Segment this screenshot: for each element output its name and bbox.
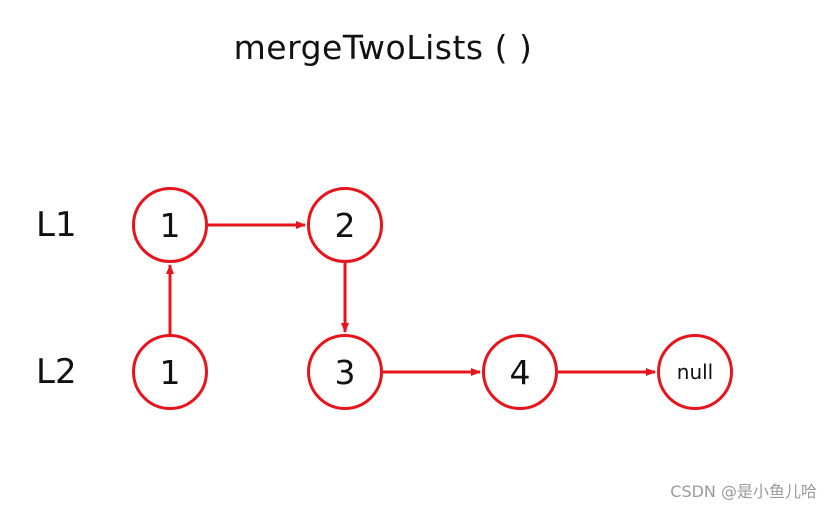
list-node-l1-2: 2 (307, 187, 383, 263)
list-node-l2-1: 1 (132, 334, 208, 410)
watermark: CSDN @是小鱼儿哈 (670, 482, 817, 501)
row-label-l2: L2 (36, 352, 77, 392)
list-node-null: null (657, 334, 733, 410)
list-node-l2-4: 4 (482, 334, 558, 410)
diagram-title: mergeTwoLists ( ) (233, 28, 533, 67)
row-label-l1: L1 (36, 205, 77, 245)
list-node-l2-3: 3 (307, 334, 383, 410)
list-node-l1-1: 1 (132, 187, 208, 263)
